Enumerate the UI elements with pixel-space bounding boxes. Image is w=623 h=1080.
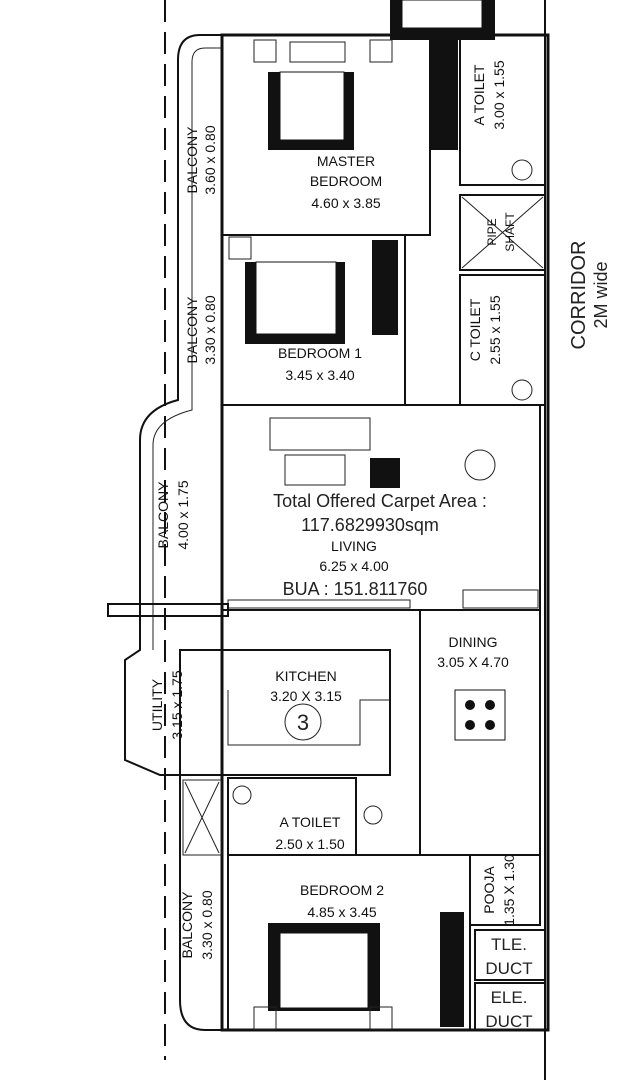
room-size: 2.55 x 1.55 [487,295,503,364]
stair-core-inner [401,0,483,29]
living-room: LIVING 6.25 x 4.00 [221,404,541,611]
balcony-label: BALCONY [179,891,195,959]
c-toilet: C TOILET 2.55 x 1.55 [459,274,546,406]
balcony-size: 3.60 x 0.80 [202,125,218,194]
a-toilet-bottom: A TOILET 2.50 x 1.50 [182,777,383,856]
kitchen: 3 KITCHEN 3.20 X 3.15 [179,649,391,776]
corridor-label: CORRIDOR [568,241,590,350]
washbasin-icon [511,379,533,401]
room-name: DINING [449,634,498,650]
duct-label: ELE. [491,988,528,1007]
room-size: 6.25 x 4.00 [319,558,388,574]
pooja: POOJA 1.35 X 1.30 [469,854,541,926]
wardrobe-icon [440,912,464,1027]
room-size: 3.00 x 1.55 [491,60,507,129]
wardrobe-icon [430,40,458,150]
carpet-area-label: Total Offered Carpet Area : [273,491,487,511]
bua-value: BUA : 151.811760 [283,579,428,599]
room-name: BEDROOM 2 [300,882,384,898]
bedroom-2: BEDROOM 2 4.85 x 3.45 [227,854,471,1031]
ledge [107,603,229,617]
duct-label: DUCT [485,959,532,978]
wardrobe-icon [372,240,398,335]
room-size: 4.85 x 3.45 [307,904,376,920]
duct-label: TLE. [491,935,527,954]
balcony-outline [124,34,222,1031]
room-name: BEDROOM [310,173,382,189]
room-size: 3.20 X 3.15 [270,688,342,704]
sofa-icon [269,417,371,451]
balcony-inner-line [152,47,222,650]
room-name: MASTER [317,153,375,169]
balcony-label: BALCONY [184,126,200,194]
room-size: 3.05 X 4.70 [437,654,509,670]
ele-duct: ELE. DUCT [474,982,546,1031]
unit-badge-number: 3 [297,710,309,735]
pipe-shaft: PIPE SHAFT [459,194,546,271]
dining: DINING 3.05 X 4.70 [419,589,541,856]
carpet-area-value: 117.6829930sqm [301,515,439,535]
room-name: A TOILET [471,64,487,125]
duct-label: DUCT [485,1012,532,1031]
bedroom-1: BEDROOM 1 3.45 x 3.40 [221,234,406,406]
tv-unit-icon [370,458,400,488]
utility-label: UTILITY [149,678,165,731]
room-name: SHAFT [503,212,517,252]
room-name: A TOILET [280,814,341,830]
balcony-label: BALCONY [155,481,171,549]
a-toilet-top: A TOILET 3.00 x 1.55 [459,34,546,186]
balcony-label: BALCONY [184,296,200,364]
room-name: LIVING [331,538,377,554]
utility-size: 3.15 x 1.75 [169,670,185,739]
dining-table-icon [454,689,506,741]
room-size: 3.45 x 3.40 [285,367,354,383]
washbasin-icon [511,159,533,181]
master-bedroom: MASTER BEDROOM 4.60 x 3.85 [221,34,458,236]
balcony-size: 3.30 x 0.80 [202,295,218,364]
corridor-width: 2M wide [591,261,611,328]
room-size: 1.35 X 1.30 [501,854,517,926]
unit-badge [284,703,322,741]
room-name: POOJA [481,866,497,914]
round-table-icon [464,449,496,481]
room-name: PIPE [485,218,499,245]
room-size: 2.50 x 1.50 [275,836,344,852]
room-name: BEDROOM 1 [278,345,362,361]
room-name: KITCHEN [275,668,336,684]
table-icon [284,454,346,486]
balcony-size: 3.30 x 0.80 [199,890,215,959]
tle-duct: TLE. DUCT [474,929,546,981]
balcony-size: 4.00 x 1.75 [175,480,191,549]
room-name: C TOILET [467,298,483,361]
room-size: 4.60 x 3.85 [311,195,380,211]
